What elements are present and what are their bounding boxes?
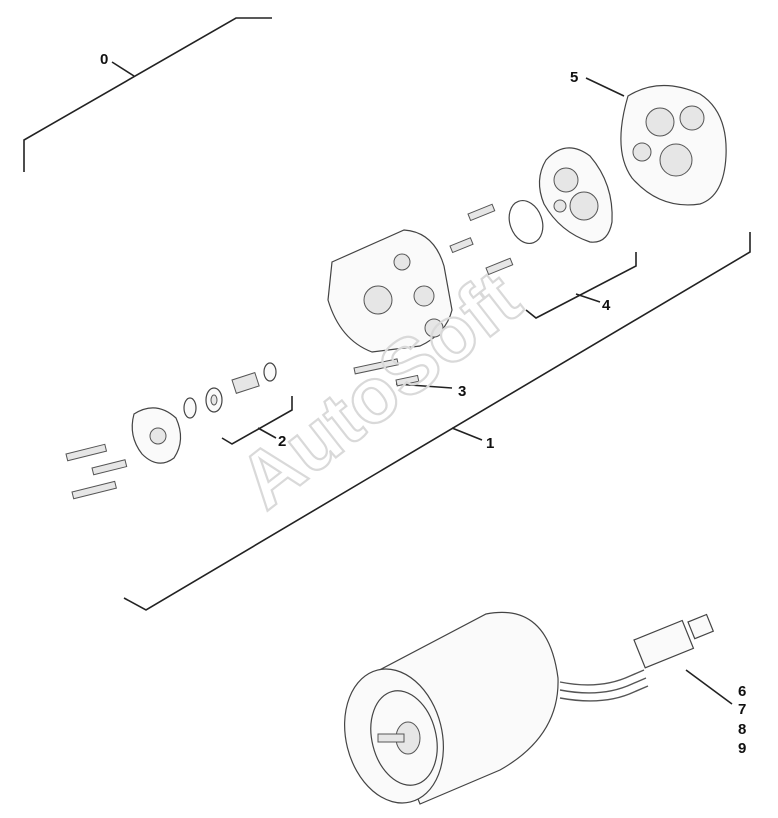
gear-housing-part [538, 147, 613, 243]
leader-0 [111, 61, 135, 77]
leader-5 [585, 77, 625, 97]
seal-ring-part [508, 200, 544, 244]
callout-7: 7 [738, 701, 746, 718]
callout-2: 2 [278, 433, 286, 450]
bracket-2 [221, 396, 293, 445]
leader-1 [451, 427, 483, 441]
bracket-1 [123, 232, 751, 611]
electric-motor-part [344, 611, 715, 805]
callout-3: 3 [458, 383, 466, 400]
leader-6-9 [685, 669, 733, 705]
callout-0: 0 [100, 51, 108, 68]
callout-4: 4 [602, 297, 611, 314]
leader-2 [257, 427, 277, 439]
valve-spool-parts [449, 203, 514, 276]
leader-4 [575, 293, 601, 303]
rear-cover-part [620, 84, 727, 206]
front-flange-part [131, 407, 182, 464]
callout-8: 8 [738, 721, 746, 738]
callout-9: 9 [738, 740, 746, 757]
relief-valve-parts [183, 362, 277, 419]
mounting-bolts [65, 443, 128, 500]
bracket-0 [23, 17, 272, 172]
bracket-4 [525, 252, 637, 319]
leader-3 [395, 383, 453, 389]
callout-6: 6 [738, 683, 746, 700]
valve-body-bolts [353, 358, 420, 387]
valve-body-part [327, 229, 453, 353]
callout-1: 1 [486, 435, 494, 452]
callout-5: 5 [570, 69, 578, 86]
